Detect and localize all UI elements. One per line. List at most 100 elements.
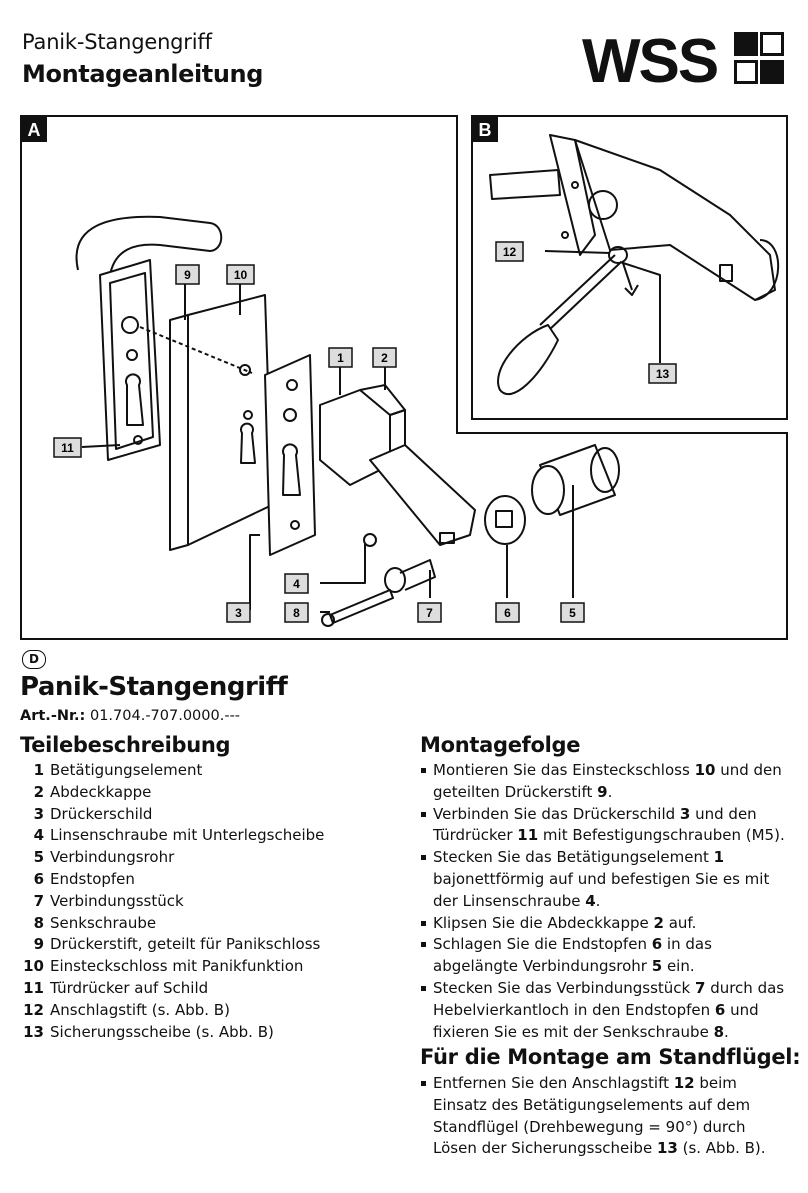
step-part-ref: 6 — [714, 1000, 726, 1019]
callout-9: 9 — [175, 264, 200, 285]
panel-a-frame — [20, 115, 788, 640]
svg-text:11: 11 — [61, 441, 74, 455]
panel-a-label: A — [28, 120, 41, 140]
step-text: in das abgelängte Verbindungsrohr — [433, 935, 712, 976]
part-description: Abdeckkappe — [50, 782, 152, 801]
svg-text:4: 4 — [293, 577, 300, 591]
article-number-value: 01.704.-707.0000.--- — [89, 708, 241, 724]
part-number: 5 — [33, 848, 44, 867]
part-description: Drückerstift, geteilt für Panikschloss — [50, 935, 321, 954]
step-part-ref: 9 — [597, 782, 608, 801]
part-number: 3 — [33, 804, 44, 823]
step-part-ref: 4 — [585, 891, 596, 910]
standfluegel-steps: Entfernen Sie den Anschlagstift 12 beim … — [420, 1073, 792, 1160]
svg-text:1: 1 — [337, 351, 344, 365]
part-item: 5 Verbindungsrohr — [20, 847, 410, 869]
part-item: 6 Endstopfen — [20, 869, 410, 891]
callout-5: 5 — [560, 602, 585, 623]
svg-text:13: 13 — [656, 367, 670, 381]
callout-11: 11 — [53, 437, 82, 458]
step-text: und den Türdrücker — [433, 804, 757, 845]
part-item: 8 Senkschraube — [20, 913, 410, 935]
step-text: Schlagen Sie die Endstopfen — [433, 935, 652, 954]
callout-7: 7 — [417, 602, 442, 623]
step-text: . — [595, 891, 601, 910]
article-number-label: Art.-Nr.: — [20, 708, 86, 724]
svg-text:7: 7 — [426, 606, 433, 620]
step-part-ref: 6 — [651, 935, 663, 954]
steps-heading: Montagefolge — [420, 733, 581, 757]
panel-b-frame — [471, 115, 788, 420]
article-number: Art.-Nr.: 01.704.-707.0000.--- — [20, 708, 240, 724]
document-title: Montageanleitung — [22, 60, 264, 88]
svg-text:2: 2 — [381, 351, 388, 365]
step-text: . — [607, 782, 613, 801]
svg-text:8: 8 — [293, 606, 300, 620]
part-description: Senkschraube — [50, 913, 157, 932]
step-text: Entfernen Sie den Anschlagstift — [433, 1074, 674, 1092]
callout-13: 13 — [648, 363, 677, 384]
step-part-ref: 2 — [653, 913, 664, 932]
callout-1: 1 — [328, 347, 353, 368]
step-part-ref: 1 — [713, 848, 725, 867]
step-part-ref: 12 — [673, 1074, 695, 1092]
part-number: 4 — [33, 826, 44, 845]
part-description: Verbindungsstück — [50, 891, 184, 910]
logo-text: WSS — [582, 30, 717, 88]
callout-8: 8 — [284, 602, 309, 623]
part-description: Betätigungselement — [50, 761, 203, 779]
svg-text:9: 9 — [184, 268, 191, 282]
svg-text:3: 3 — [235, 606, 242, 620]
part-number: 6 — [33, 869, 44, 888]
step-text: Montieren Sie das Einsteckschloss — [433, 761, 695, 779]
step-text: beim Einsatz des Betätigungselements auf… — [433, 1074, 751, 1158]
panel-b-label: B — [479, 120, 492, 140]
step-text: (s. Abb. B). — [677, 1139, 766, 1158]
svg-text:6: 6 — [504, 606, 511, 620]
step-item: Stecken Sie das Verbindungsstück 7 durch… — [420, 978, 792, 1043]
step-part-ref: 8 — [713, 1022, 725, 1041]
step-text: ein. — [662, 957, 695, 976]
part-number: 7 — [33, 891, 44, 910]
step-part-ref: 13 — [656, 1139, 678, 1158]
part-description: Linsenschraube mit Unterlegscheibe — [50, 826, 325, 845]
callout-2: 2 — [372, 347, 397, 368]
part-description: Einsteckschloss mit Panikfunktion — [50, 957, 304, 976]
assembly-illustration: A B — [20, 115, 788, 640]
step-part-ref: 5 — [651, 957, 663, 976]
step-text: auf. — [663, 913, 697, 932]
part-description: Türdrücker auf Schild — [50, 978, 209, 997]
step-part-ref: 7 — [694, 978, 706, 997]
parts-heading: Teilebeschreibung — [20, 733, 231, 757]
callout-4: 4 — [284, 573, 309, 594]
step-text: Verbinden Sie das Drückerschild — [433, 804, 680, 823]
svg-text:10: 10 — [234, 268, 248, 282]
step-part-ref: 11 — [517, 826, 539, 845]
step-item: Stecken Sie das Betätigungselement 1 baj… — [420, 847, 792, 912]
part-description: Drückerschild — [50, 804, 153, 823]
callout-10: 10 — [226, 264, 255, 285]
part-item: 3 Drückerschild — [20, 804, 410, 826]
assembly-steps: Montieren Sie das Einsteckschloss 10 und… — [420, 760, 792, 1043]
step-text: mit Befestigungschrauben (M5). — [538, 826, 785, 845]
step-text: bajonett­förmig auf und befestigen Sie e… — [433, 869, 770, 910]
step-text: und den geteilten Drückerstift — [433, 761, 782, 801]
part-number: 10 — [23, 957, 44, 976]
part-item: 10 Einsteckschloss mit Panikfunktion — [20, 956, 410, 978]
part-description: Endstopfen — [50, 869, 135, 888]
part-description: Verbindungsrohr — [50, 848, 175, 867]
callout-tags: 9 10 1 2 11 4 3 8 7 6 5 12 13 — [53, 241, 677, 623]
part-number: 8 — [33, 913, 44, 932]
svg-text:5: 5 — [569, 606, 576, 620]
step-item: Entfernen Sie den Anschlagstift 12 beim … — [420, 1073, 792, 1160]
part-item: 7 Verbindungsstück — [20, 891, 410, 913]
part-number: 13 — [23, 1022, 44, 1041]
section-heading: Panik-Stangengriff — [20, 672, 288, 702]
step-item: Verbinden Sie das Drückerschild 3 und de… — [420, 804, 792, 848]
language-marker: D — [22, 650, 46, 669]
